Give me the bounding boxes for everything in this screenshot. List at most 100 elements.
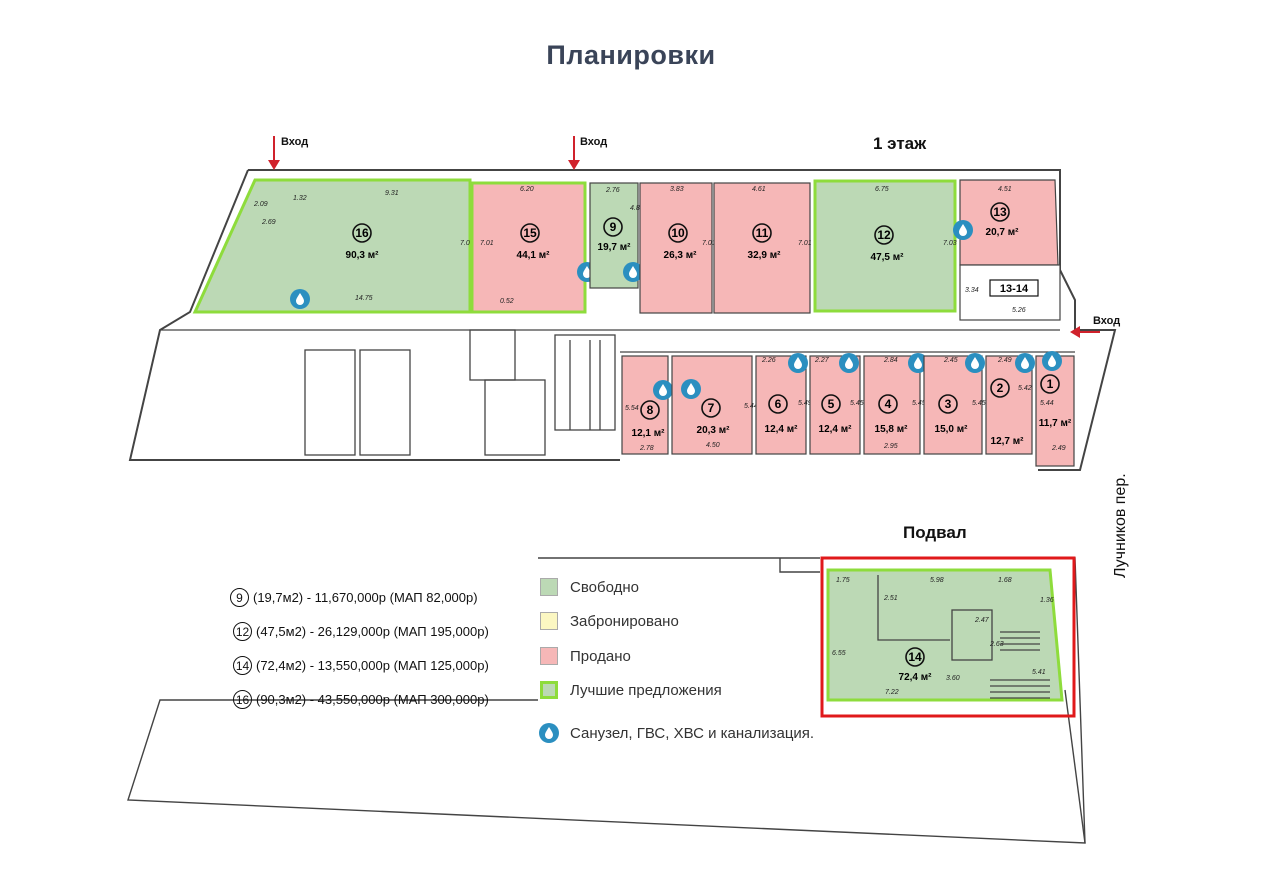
dim-r6-side: 5.49 (798, 400, 812, 407)
dim-r4-bottom: 2.95 (883, 443, 898, 450)
price-text: (72,4м2) - 13,550,000р (МАП 125,000р) (256, 658, 489, 673)
dim-r12-side: 7.03 (943, 240, 957, 247)
left-wing-walls (304, 329, 616, 456)
room-13: 13 20,7 м² 4.51 (953, 179, 1059, 266)
room-11-number: 11 (756, 226, 769, 240)
legend-swatch-sold (540, 647, 558, 665)
price-text: (19,7м2) - 11,670,000р (МАП 82,000р) (253, 590, 478, 605)
room-11: 11 32,9 м² 4.61 7.01 (713, 182, 839, 314)
dim-r16-right: 7.07 (460, 240, 475, 247)
dim-b-f: 6.55 (832, 650, 846, 657)
arrow-1-head (268, 160, 280, 170)
room-7-circle (701, 398, 721, 418)
room-13-14-label: 13-14 (1000, 283, 1029, 295)
room-10-circle (668, 223, 688, 243)
room-12-area: 47,5 м² (871, 252, 905, 263)
dim-r3-top: 2.45 (943, 357, 958, 364)
stair-block (554, 334, 616, 431)
wall-block-1 (304, 349, 356, 456)
room-9: 9 19,7 м² 2.76 4.85 (589, 182, 644, 289)
room-8-circle (640, 400, 660, 420)
room-5-circle (821, 394, 841, 414)
room-11-area: 32,9 м² (748, 250, 782, 261)
legend-label: Лучшие предложения (570, 681, 722, 699)
room-4-circle (878, 394, 898, 414)
room-7-number: 7 (708, 401, 715, 415)
drop-icon-1 (1042, 351, 1062, 371)
drop-icon (539, 723, 559, 743)
arrow-3-head (1070, 326, 1080, 338)
room-11-shape (713, 182, 811, 314)
room-11-circle (752, 223, 772, 243)
drop-icon-3 (965, 353, 985, 373)
room-12-shape (813, 179, 957, 313)
room-2-number: 2 (997, 381, 1004, 395)
dim-r15-left: 7.01 (480, 240, 494, 247)
dim-r1-bottom: 2.49 (1051, 445, 1066, 452)
room-5-number: 5 (828, 397, 835, 411)
room-12-number: 12 (877, 228, 891, 242)
legend-best: Лучшие предложения (540, 681, 722, 699)
dim-r8-side: 5.54 (625, 405, 639, 412)
room-13-circle (990, 202, 1010, 222)
legend-label: Продано (570, 647, 631, 665)
dim-r3-side: 5.45 (972, 400, 986, 407)
dim-r4-side: 5.45 (912, 400, 926, 407)
dim-b-top: 5.98 (930, 577, 944, 584)
dim-r16-c: 2.09 (253, 201, 268, 208)
dim-r16-b: 2.69 (261, 219, 276, 226)
arrow-2-head (568, 160, 580, 170)
price-row-14: 14 (72,4м2) - 13,550,000р (МАП 125,000р) (233, 656, 489, 675)
drop-icon-6 (788, 353, 808, 373)
room-10-area: 26,3 м² (664, 250, 698, 261)
b-stair-2 (990, 679, 1050, 699)
price-room-number: 16 (233, 690, 252, 709)
room-10-shape (639, 182, 713, 314)
price-room-number: 9 (230, 588, 249, 607)
dim-r1314-b: 3.34 (965, 287, 979, 294)
room-9-circle (603, 217, 623, 237)
dim-r8-bottom: 2.78 (639, 445, 654, 452)
room-2-area: 12,7 м² (991, 436, 1025, 447)
room-14-shape (826, 568, 1064, 702)
room-7: 7 20,3 м² 4.50 5.44 (671, 355, 758, 455)
legend-free: Свободно (540, 578, 639, 596)
dim-b-g: 2.63 (989, 641, 1004, 648)
dim-b-d: 1.36 (1040, 597, 1054, 604)
room-12: 12 47,5 м² 6.75 7.03 (813, 179, 957, 313)
room-4-number: 4 (885, 397, 892, 411)
outline-east (248, 169, 1117, 471)
legend-drop: Санузел, ГВС, ХВС и канализация. (538, 722, 814, 744)
legend-swatch-best (540, 681, 558, 699)
room-15-area: 44,1 м² (517, 250, 551, 261)
price-text: (47,5м2) - 26,129,000р (МАП 195,000р) (256, 624, 489, 639)
room-16-number: 16 (355, 226, 369, 240)
room-7-area: 20,3 м² (697, 425, 731, 436)
room-15-circle (520, 223, 540, 243)
dim-b-a: 1.75 (836, 577, 850, 584)
room-2-circle (990, 378, 1010, 398)
room-8-number: 8 (647, 403, 654, 417)
dim-r12-top: 6.75 (875, 186, 889, 193)
room-8-shape (621, 355, 669, 455)
room-3-area: 15,0 м² (935, 424, 969, 435)
room-9-area: 19,7 м² (598, 242, 632, 253)
room-16-shape (192, 178, 472, 314)
room-1-area: 11,7 м² (1039, 418, 1072, 429)
dim-r6-top: 2.26 (761, 357, 776, 364)
room-12-circle (874, 225, 894, 245)
wall-block-4 (484, 379, 546, 456)
dim-r2-side: 5.42 (1018, 385, 1032, 392)
room-14-highlight (820, 556, 1076, 718)
dim-r4-top: 2.84 (883, 357, 898, 364)
room-4-area: 15,8 м² (875, 424, 909, 435)
room-8-area: 12,1 м² (632, 428, 666, 439)
room-1-number: 1 (1047, 377, 1054, 391)
room-5: 5 12,4 м² 2.27 5.45 (809, 353, 864, 455)
dim-r11-side: 7.01 (798, 240, 812, 247)
room-15-number: 15 (523, 226, 537, 240)
room-1: 1 11,7 м² 2.49 5.44 (1035, 351, 1075, 467)
room-16-circle (352, 223, 372, 243)
room-14-circle (905, 647, 925, 667)
dim-b-c: 2.51 (883, 595, 898, 602)
